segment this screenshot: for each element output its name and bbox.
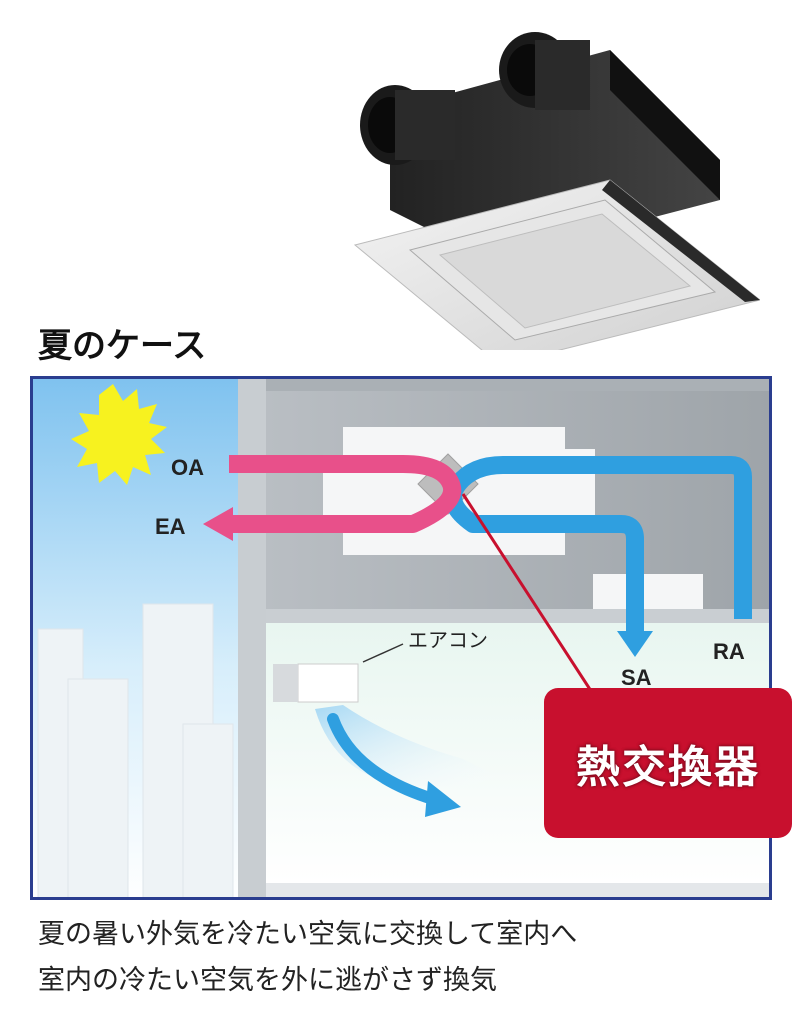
ea-arrow <box>203 507 233 541</box>
ventilation-unit-image <box>353 32 760 350</box>
city-buildings <box>37 603 234 897</box>
ea-label: EA <box>155 514 186 539</box>
oa-label: OA <box>171 455 204 480</box>
aircon-unit <box>297 663 359 703</box>
caption-line-1: 夏の暑い外気を冷たい空気に交換して室内へ <box>38 919 578 950</box>
sun-icon <box>71 384 167 485</box>
outdoor-air-flow <box>229 455 462 533</box>
heat-exchanger-label-box: 熱交換器 <box>544 688 792 838</box>
heat-exchanger-label: 熱交換器 <box>576 742 760 793</box>
ventilation-diagram: OA EA SA RA エアコン <box>30 376 772 900</box>
sa-arrow <box>617 631 653 657</box>
caption-line-2: 室内の冷たい空気を外に逃がさず換気 <box>38 965 497 996</box>
sa-label: SA <box>621 665 652 690</box>
aircon-label: エアコン <box>408 628 488 652</box>
heat-exchanger-pointer <box>461 493 595 695</box>
section-title: 夏のケース <box>38 326 207 366</box>
ra-label: RA <box>713 639 745 664</box>
